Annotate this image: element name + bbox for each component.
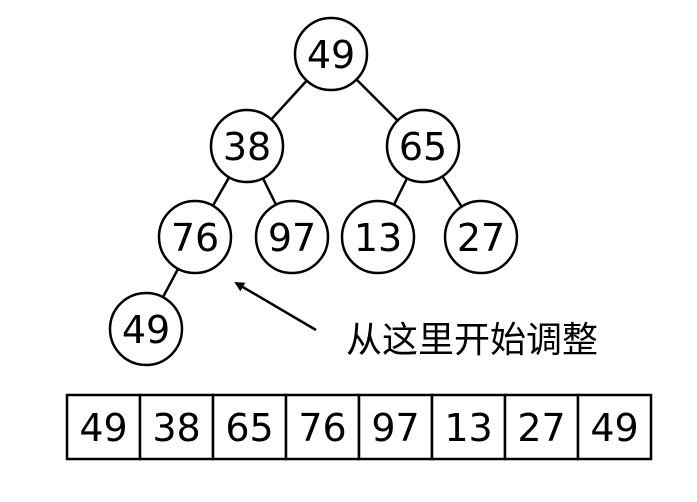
array-cell-value: 38: [152, 406, 200, 450]
tree-node-circle: [254, 199, 330, 275]
annotation-label: 从这里开始调整: [346, 320, 598, 361]
array-cell-value: 13: [444, 406, 492, 450]
tree-node-value: 97: [268, 216, 316, 260]
tree-node-circle: [385, 108, 461, 184]
tree-node-value: 27: [457, 216, 505, 260]
array-cell-box: [503, 393, 580, 461]
array-cell-value: 65: [225, 406, 273, 450]
tree-node-value: 76: [171, 216, 219, 260]
adjust-start-annotation: 从这里开始调整: [234, 281, 598, 361]
array-cell: 27: [503, 393, 580, 461]
tree-node-circle: [340, 199, 416, 275]
tree-node: 27: [443, 199, 519, 275]
tree-node: 76: [157, 199, 233, 275]
array-cell: 65: [211, 393, 288, 461]
tree-node-value: 38: [223, 125, 271, 169]
array-cell: 49: [576, 393, 653, 461]
tree-node-circle: [293, 16, 369, 92]
tree-node: 65: [385, 108, 461, 184]
array-cell-value: 76: [298, 406, 346, 450]
tree-edges: [144, 53, 483, 330]
array-cell-value: 27: [517, 406, 565, 450]
tree-node-value: 65: [399, 125, 447, 169]
heap-array: 49 38 65 76 97 13 27 49: [65, 393, 653, 461]
tree-node: 13: [340, 199, 416, 275]
array-cell-value: 97: [371, 406, 419, 450]
tree-node: 97: [254, 199, 330, 275]
array-cell-value: 49: [79, 406, 127, 450]
tree-node: 38: [209, 108, 285, 184]
array-cell-box: [357, 393, 434, 461]
array-cell: 13: [430, 393, 507, 461]
array-cell: 38: [138, 393, 215, 461]
array-cell-box: [211, 393, 288, 461]
array-cell-value: 49: [590, 406, 638, 450]
tree-node: 49: [293, 16, 369, 92]
tree-node-circle: [209, 108, 285, 184]
annotation-arrow: [234, 281, 317, 332]
array-cell: 49: [65, 393, 142, 461]
tree-node-circle: [108, 291, 184, 367]
tree-node-value: 49: [307, 33, 355, 77]
array-cell-box: [65, 393, 142, 461]
tree-node-circle: [443, 199, 519, 275]
array-cell: 97: [357, 393, 434, 461]
tree-node: 49: [108, 291, 184, 367]
array-cell-box: [576, 393, 653, 461]
tree-node-circle: [157, 199, 233, 275]
tree-node-value: 13: [354, 216, 402, 260]
tree-node-value: 49: [122, 308, 170, 352]
array-cell: 76: [284, 393, 361, 461]
tree-nodes: 49 38 65 76 97 13 27 49: [108, 16, 519, 367]
